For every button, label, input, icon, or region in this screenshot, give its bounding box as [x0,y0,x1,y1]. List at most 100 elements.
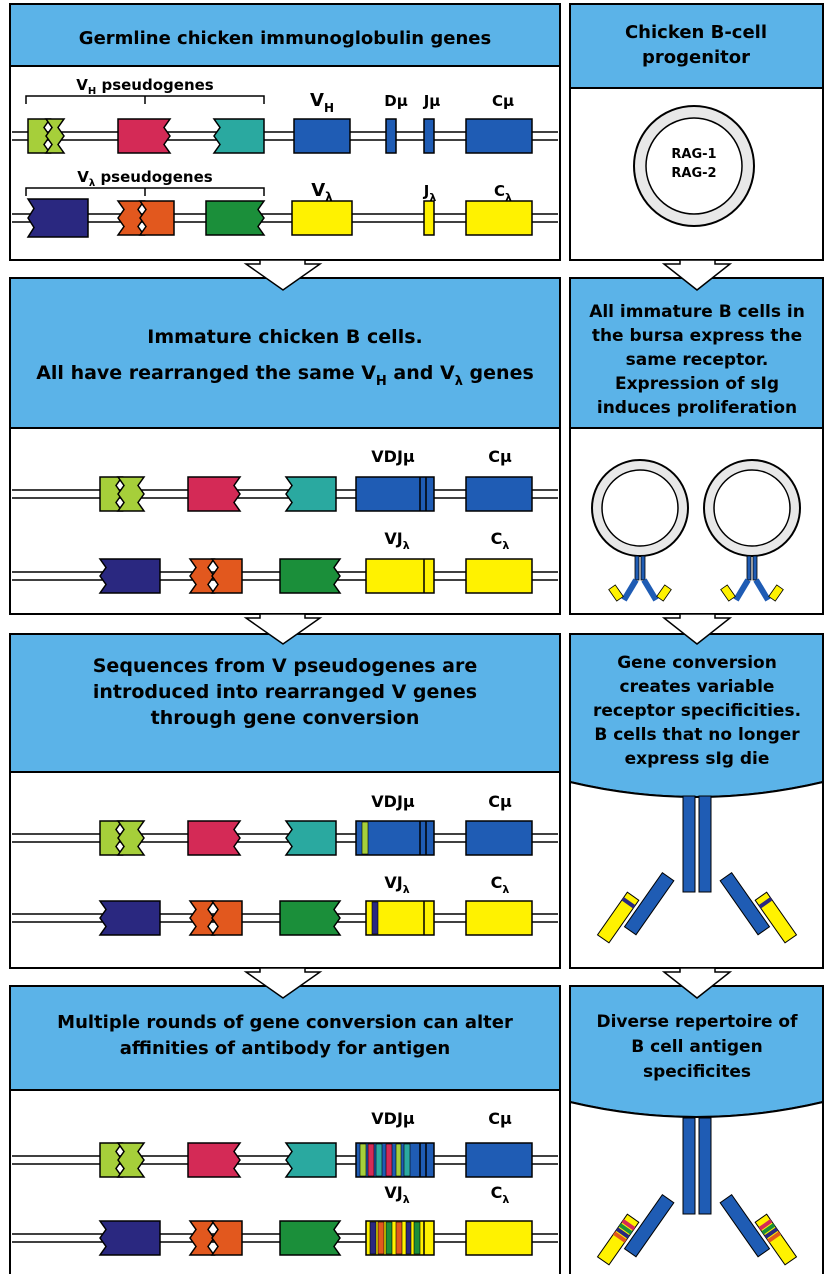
left-panel-1-header-line-1: Germline chicken immunoglobulin genes [79,28,491,49]
germline-lambda-strand-gap [12,215,558,221]
panel-4-vl-pseudogene-3 [210,1220,243,1256]
vh-label: VH [310,90,334,115]
vj-label-panel-2: VJλ [384,529,409,552]
panel-2-vh-pseudogene-4 [284,476,337,512]
vl-pseudogenes-bracket [25,187,265,196]
panel-3-cl-gene [465,900,533,936]
right-panel-3-header-line-2: creates variable [620,677,775,697]
left-panel-2-header-line-1: Immature chicken B cells. [147,326,422,348]
right-panel-3-header-line-4: B cells that no longer [594,725,800,745]
right-panel-2-header-box [569,277,824,429]
panel-4-vj-stripe-5 [405,1221,412,1255]
panel-4-vj-stripe-2 [377,1221,385,1255]
antibodies [596,795,798,1266]
cl-gene [465,200,533,236]
panel-4-vdj-stripe-2 [367,1143,375,1177]
right-panel-2-header-line-1: All immature B cells in [589,302,805,322]
panel-4-vj-stripe-6 [413,1221,421,1255]
immature-b-cell-1-receptor-light-right [656,584,672,602]
immature-b-cell-2-receptor-light-right [768,584,784,602]
left-panel-3-header-line-1: Sequences from V pseudogenes are [93,655,477,677]
jmu-label-germline: Jμ [423,92,441,110]
left-panel-2-header-line-2: All have rearranged the same VH and Vλ g… [36,362,534,389]
cl-label-panel-2: Cλ [491,529,510,552]
right-panel-3-header-line-3: receptor specificities. [593,701,801,721]
antibody-panel-4-heavy-stem-right [698,1117,712,1215]
right-panel-4-header-line-2: B cell antigen [631,1037,762,1057]
dmu-label: Dμ [384,92,408,110]
right-panel-2-header-line-4: Expression of sIg [615,374,779,394]
dmu-segment [385,118,397,154]
rag2-label: RAG-2 [671,166,716,181]
vl-pseudogene-4 [205,200,266,236]
cmu-gene [465,118,533,154]
immature-b-cell-2-receptor-arm-right [753,578,771,602]
panel-3-vh-pseudogene-2 [116,820,146,856]
antibody-panel-3-heavy-stem-right [698,795,712,893]
panel-2-vl-pseudogene-3 [210,558,243,594]
immature-b-cell-1-receptor-light-left [608,584,624,602]
panel-4-vdj-stripe-4 [385,1143,393,1177]
vj-label-panel-3: VJλ [384,873,409,896]
panel-4-cmu-gene [465,1142,533,1178]
panel-4-vl-pseudogene-4 [279,1220,342,1256]
vl-pseudogenes-label: Vλ pseudogenes [77,168,212,189]
antibody-panel-4-heavy-arm-right [719,1193,771,1258]
jmu-segment [423,118,435,154]
immature-b-cell-2-receptor-stem-2 [752,555,758,581]
vdj-label-panel-4: VDJμ [371,1109,415,1128]
panel-4-vdj-stripe-1 [359,1143,367,1177]
jl-segment [423,200,435,236]
immature-b-cells [591,459,801,602]
cmu-label-panel-3: Cμ [488,792,512,811]
panel-3-vdj-gene [355,820,435,856]
down-arrow-right-1 [661,259,733,291]
cl-label-germline: Cλ [494,182,512,204]
down-arrow-left-2 [243,613,323,645]
antibody-panel-4-heavy-stem-left [682,1117,696,1215]
right-panel-1-header-line-2: progenitor [642,47,750,68]
right-panel-2-header-line-2: the bursa express the [592,326,802,346]
panel-3-vh-pseudogene-4 [284,820,337,856]
panel-4-vj-stripe-4 [395,1221,403,1255]
panel-4-vdj-stripe-6 [403,1143,411,1177]
immature-b-cell-1-receptor-arm-right [641,578,659,602]
panel-2-heavy-strand-gap [12,491,558,497]
down-arrows [243,259,733,999]
antibody-panel-4-variable-band-left-2 [618,1223,633,1235]
panel-3-vdj-stripe-1 [361,821,369,855]
vh-pseudogene-4 [212,118,265,154]
panel-2-vl-pseudogene-4 [279,558,342,594]
panel-2-vj-gene [365,558,435,594]
rag1-label: RAG-1 [671,147,716,162]
vh-gene [293,118,351,154]
gene-rows [12,118,558,1256]
vh-pseudogene-2 [44,118,66,154]
cmu-label-panel-4: Cμ [488,1109,512,1128]
antibody-panel-3-variable-band-right-1 [758,897,773,909]
right-panel-1-header-line-1: Chicken B-cell [625,22,767,43]
right-panel-3-header-line-1: Gene conversion [617,653,777,673]
progenitor-cell: RAG-1 RAG-2 [633,105,755,227]
left-panel-2-header-box [9,277,561,429]
panel-2-vl-pseudogene-1 [98,558,161,594]
antibody-panel-3-heavy-stem-left [682,795,696,893]
immature-b-cell-1-receptor-stem-1 [634,555,640,581]
down-arrow-left-3 [243,967,323,999]
panel-3-cmu-gene [465,820,533,856]
cmu-label-germline: Cμ [492,92,514,110]
left-panel-4-header-box [9,985,561,1091]
jl-label: Jλ [423,182,437,204]
left-panel-3-header-line-2: introduced into rearranged V genes [93,681,477,703]
right-panel-4-header-line-3: specificites [643,1062,751,1082]
cl-label-panel-3: Cλ [491,873,510,896]
progenitor-cell-inner [645,117,743,215]
vl-pseudogene-1 [26,198,89,238]
antibody-panel-3-variable-band-left-1 [621,897,636,909]
panel-3-vh-pseudogene-3 [187,820,242,856]
vl-gene [291,200,353,236]
cl-label-panel-4: Cλ [491,1183,510,1206]
panel-3-vl-pseudogene-1 [98,900,161,936]
panel-4-vl-pseudogene-1 [98,1220,161,1256]
panel-3-vl-pseudogene-3 [210,900,243,936]
